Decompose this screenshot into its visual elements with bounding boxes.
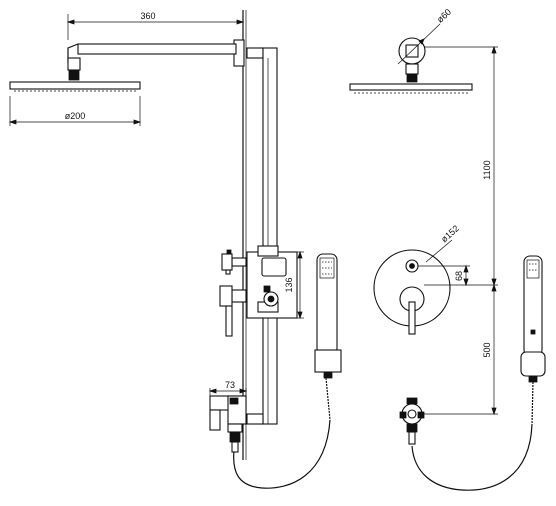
arm-length-dimension: 360 [66, 11, 245, 40]
arm-length-label: 360 [140, 11, 155, 21]
riser-height-label: 1100 [482, 160, 492, 179]
bath-spout [209, 395, 247, 453]
head-diameter-dimension: ø200 [8, 96, 142, 126]
hand-shower-front [520, 255, 546, 383]
handle-offset-label: 68 [454, 271, 464, 281]
diverter-knob [221, 249, 247, 275]
shower-arm [67, 39, 245, 81]
head-diameter-label: ø200 [65, 111, 86, 121]
hand-shower [314, 253, 342, 379]
handle-offset-dimension: 68 [454, 264, 469, 287]
spout-length-dimension: 73 [208, 380, 248, 396]
valve-plate [373, 249, 498, 335]
valve-height-dimension: 136 [284, 250, 304, 320]
valve-height-label: 136 [284, 277, 294, 292]
riser-rail [246, 47, 278, 425]
plate-diameter-label: ø152 [439, 223, 461, 244]
riser-height-dimension: 1100 [482, 45, 497, 287]
hose-outlet-elbow [399, 397, 425, 445]
wall-flange [398, 37, 498, 65]
wall [242, 10, 247, 460]
spout-length-label: 73 [225, 380, 235, 390]
rain-head-front [349, 63, 473, 94]
side-view: 360 ø200 [8, 10, 342, 489]
rain-shower-head [9, 81, 141, 92]
front-hose [411, 381, 534, 491]
outlet-height-dimension: 500 [420, 283, 498, 416]
hose [233, 377, 331, 489]
mixer-lever [219, 285, 247, 337]
front-view: ø60 1100 ø152 [349, 7, 546, 491]
flange-diameter-label: ø60 [435, 7, 453, 25]
valve-body [246, 245, 298, 319]
outlet-height-label: 500 [482, 342, 492, 357]
